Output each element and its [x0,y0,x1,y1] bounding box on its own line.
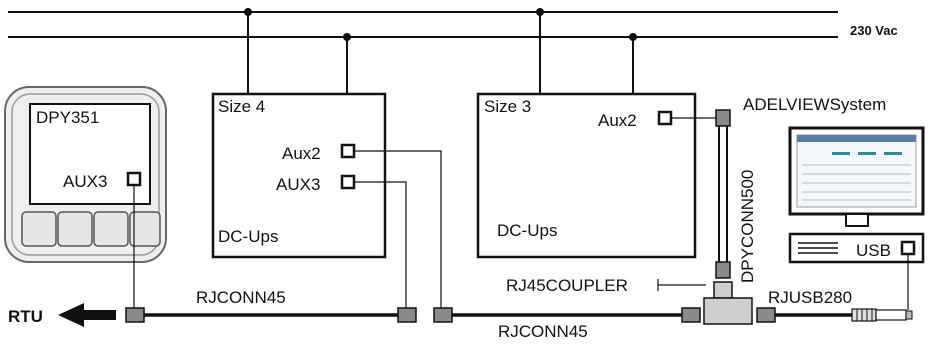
connectors [125,109,776,323]
pc-system-label: ADELVIEWSystem [743,95,886,114]
signal-wires [133,117,909,310]
ups-size3: Size 3 Aux2 DC-Ups [476,92,697,259]
ups-aux3-label: AUX3 [276,175,320,194]
mains-drops [244,8,637,94]
ups-aux2-port [657,110,673,126]
ups-footer: DC-Ups [497,221,557,240]
panel-bezel-inner [11,93,160,256]
cable-label-dpyconn500: DPYCONN500 [738,170,757,283]
wire-size4-aux3 [354,181,407,308]
rtu-label: RTU [8,307,43,326]
ups-title: Size 3 [484,97,531,116]
panel-screen [29,103,151,205]
pc-monitor-screen [796,134,917,208]
rtu-arrow-icon [58,303,116,327]
panel-key [129,211,161,247]
cable-label-rjconn45-bottom: RJCONN45 [498,322,588,341]
ups-aux2-port [340,143,356,159]
usb-plug-end [905,310,913,320]
pc-screen-bar [858,152,876,155]
coupler-stem [713,281,733,299]
ups-box [211,92,387,259]
rj-connector [433,307,453,323]
dpy351-panel: DPY351 AUX3 [4,86,167,263]
panel-port-label: AUX3 [63,172,107,191]
panel-name: DPY351 [36,108,99,127]
cable-label-coupler: RJ45COUPLER [506,276,628,295]
rj-connector [125,307,145,323]
rj-connector [715,109,731,127]
pc-usb-port [900,240,916,256]
panel-keypad [21,211,161,247]
heavy-cables [144,125,852,317]
rj-connector [715,261,731,279]
rj-connector [397,307,417,323]
rj45-coupler [703,281,753,325]
panel-key [93,211,129,247]
pc-monitor-stand [845,213,869,227]
pc-screen-header [797,135,916,142]
ups-aux3-port [340,174,356,190]
ups-size4: Size 4 Aux2 AUX3 DC-Ups [211,92,387,259]
ups-footer: DC-Ups [218,227,278,246]
pc-screen-bar [832,152,850,155]
mains-label: 230 Vac [850,23,898,38]
rtu-output: RTU [8,303,116,327]
pc-workstation: ADELVIEWSystem USB [743,95,925,264]
panel-aux3-port [126,171,142,187]
ups-title: Size 4 [218,97,265,116]
pc-screen-bar [884,152,902,155]
cable-label-rjusb280: RJUSB280 [768,288,852,307]
rj-connector [756,307,776,323]
panel-key [57,211,93,247]
cable-label-rjconn45-top: RJCONN45 [196,288,286,307]
rj-connector [681,307,701,323]
mains-bus: 230 Vac [8,11,898,38]
ups-aux2-label: Aux2 [598,111,637,130]
panel-key [21,211,57,247]
usb-plug [851,308,913,322]
wire-size4-aux2 [354,150,442,308]
usb-plug-tip [875,309,907,321]
pc-usb-label: USB [856,241,891,260]
ups-aux2-label: Aux2 [282,144,321,163]
coupler-body [703,297,753,325]
